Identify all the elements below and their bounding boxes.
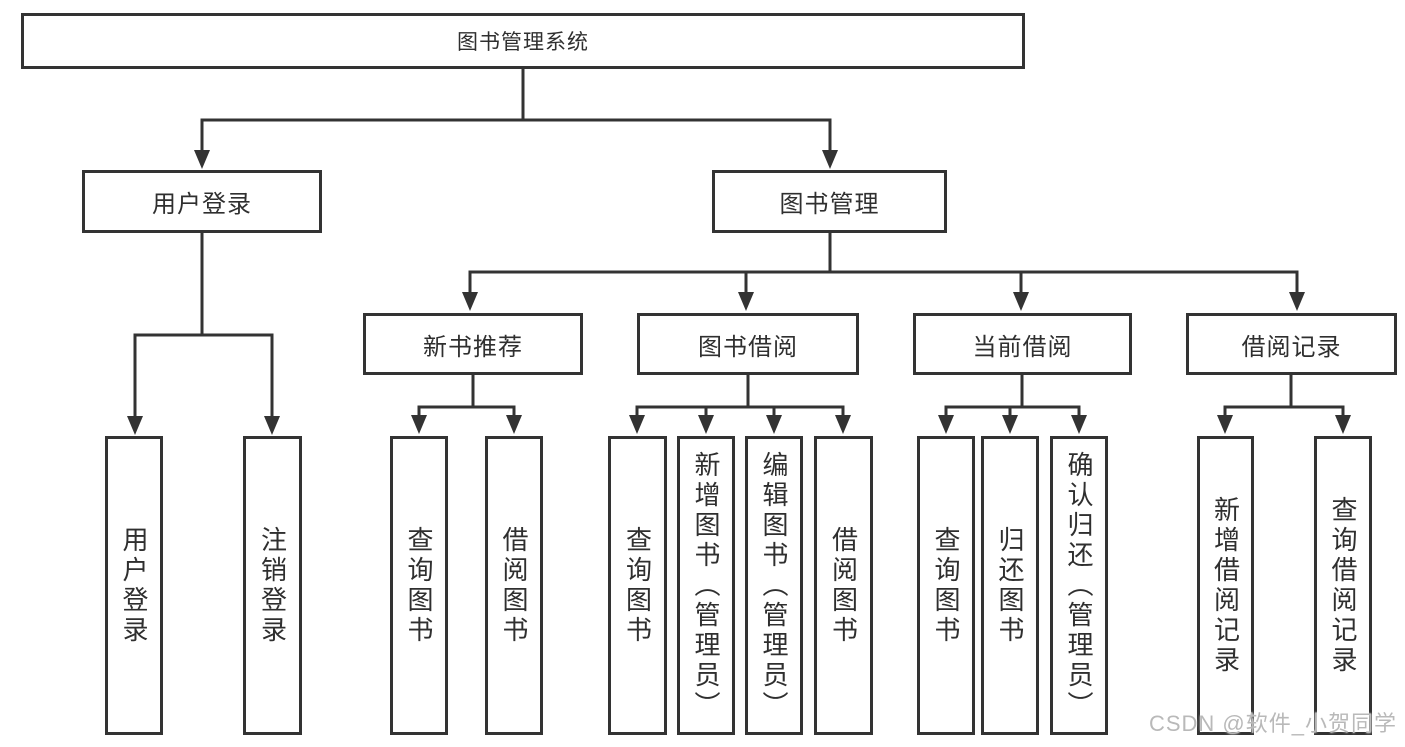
leaf-user-login: 用户登录	[105, 436, 163, 735]
node-library-management-system: 图书管理系统	[21, 13, 1025, 69]
leaf-borrowing-add-books-admin: 新增图书（管理员）	[677, 436, 735, 735]
node-borrowing-records: 借阅记录	[1186, 313, 1397, 375]
edge-borrow-to-leaves	[629, 373, 851, 434]
node-book-borrowing: 图书借阅	[637, 313, 859, 375]
leaf-newbook-borrow-books: 借阅图书	[485, 436, 543, 735]
leaf-borrowing-query-books: 查询图书	[608, 436, 667, 735]
edge-root-to-level2	[194, 67, 838, 169]
leaf-borrowing-edit-books-admin: 编辑图书（管理员）	[745, 436, 803, 735]
csdn-watermark: CSDN @软件_小贺同学	[1148, 711, 1397, 736]
leaf-current-confirm-return-admin: 确认归还（管理员）	[1050, 436, 1108, 735]
leaf-newbook-query-books: 查询图书	[390, 436, 448, 735]
node-new-book-recommendation: 新书推荐	[363, 313, 583, 375]
leaf-current-query-books: 查询图书	[917, 436, 975, 735]
edge-records-to-leaves	[1217, 373, 1351, 434]
node-book-management: 图书管理	[712, 170, 947, 233]
node-user-login: 用户登录	[82, 170, 322, 233]
edge-mgmt-to-level3	[462, 231, 1305, 311]
leaf-borrowing-borrow-books: 借阅图书	[814, 436, 873, 735]
leaf-logout: 注销登录	[243, 436, 302, 735]
edge-newbook-to-leaves	[411, 373, 522, 434]
leaf-current-return-books: 归还图书	[981, 436, 1039, 735]
node-current-borrowing: 当前借阅	[913, 313, 1132, 375]
edge-current-to-leaves	[938, 373, 1087, 434]
leaf-records-query-record: 查询借阅记录	[1314, 436, 1372, 735]
leaf-records-add-record: 新增借阅记录	[1197, 436, 1254, 735]
edge-login-to-leaves	[127, 231, 280, 435]
